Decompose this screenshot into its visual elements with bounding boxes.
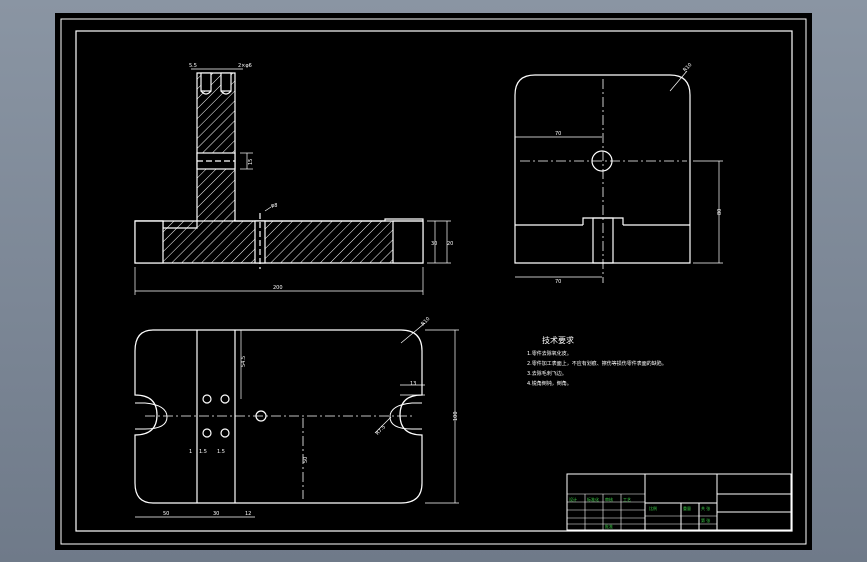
front-dim-overall-width: 200	[273, 285, 283, 291]
side-dim-radius: R10	[682, 62, 693, 73]
side-dim-upper-width: 70	[555, 131, 561, 137]
front-dim-right-outer: 20	[447, 241, 453, 247]
notes-title: 技术要求	[542, 335, 574, 345]
title-cell-7: 重量	[683, 505, 691, 511]
top-dim-inner: 50	[303, 457, 309, 463]
title-cell-4: 工艺	[623, 497, 631, 502]
top-view	[134, 322, 459, 518]
notes-line-4: 4.锐角倒钝，倒角。	[527, 380, 572, 387]
front-section-hatch	[163, 73, 393, 263]
top-dim-height: 100	[453, 411, 459, 421]
top-outline	[134, 329, 423, 504]
cad-drawing: 5.5 2×φ6 15 φ8 30 20 200 R10 70 80 70	[60, 18, 807, 545]
top-dim-slot-radius: R7.5	[375, 424, 387, 436]
side-outline	[514, 74, 691, 264]
side-center-hole	[591, 150, 613, 172]
top-dim-radius: R10	[420, 316, 431, 327]
side-view	[514, 70, 723, 283]
notes-line-1: 1.零件去除氧化皮。	[527, 350, 572, 357]
title-cell-5: 批准	[605, 523, 613, 529]
top-dim-bottom-2: 30	[213, 511, 219, 517]
front-dim-mid-height: 15	[248, 159, 254, 165]
title-cell-2: 标准化	[587, 496, 599, 502]
title-cell-6: 比例	[649, 505, 657, 511]
notes-line-2: 2.零件加工表面上，不应有划痕、擦伤等损伤零件表面的缺陷。	[527, 360, 667, 367]
title-cell-9: 第 张	[701, 517, 710, 523]
top-dim-bottom-3: 12	[245, 511, 251, 517]
title-cell-8: 共 张	[701, 505, 710, 511]
side-dim-lower-width: 70	[555, 279, 561, 285]
outer-border	[60, 18, 807, 545]
front-dim-right-inner: 30	[431, 241, 437, 247]
title-block	[566, 473, 792, 531]
inner-border	[75, 30, 793, 532]
title-cell-1: 设计	[569, 496, 577, 502]
side-dim-height: 80	[717, 209, 723, 215]
top-dim-left-b: 1.5	[199, 449, 207, 455]
notes-line-3: 3.去除毛刺飞边。	[527, 370, 567, 377]
front-dim-top-left: 5.5	[189, 63, 197, 69]
top-dim-slot-width: 13	[410, 381, 416, 387]
top-dim-vertical: 54.5	[241, 356, 247, 367]
drawing-canvas: 5.5 2×φ6 15 φ8 30 20 200 R10 70 80 70	[55, 13, 812, 550]
title-cell-3: 审核	[605, 496, 613, 502]
front-dim-hole: φ8	[271, 203, 277, 209]
top-dim-left-a: 1	[189, 449, 192, 455]
front-dim-top-right: 2×φ6	[238, 63, 252, 69]
top-dim-left-c: 1.5	[217, 449, 225, 455]
front-view	[134, 68, 451, 295]
top-dim-bottom-1: 50	[163, 511, 169, 517]
